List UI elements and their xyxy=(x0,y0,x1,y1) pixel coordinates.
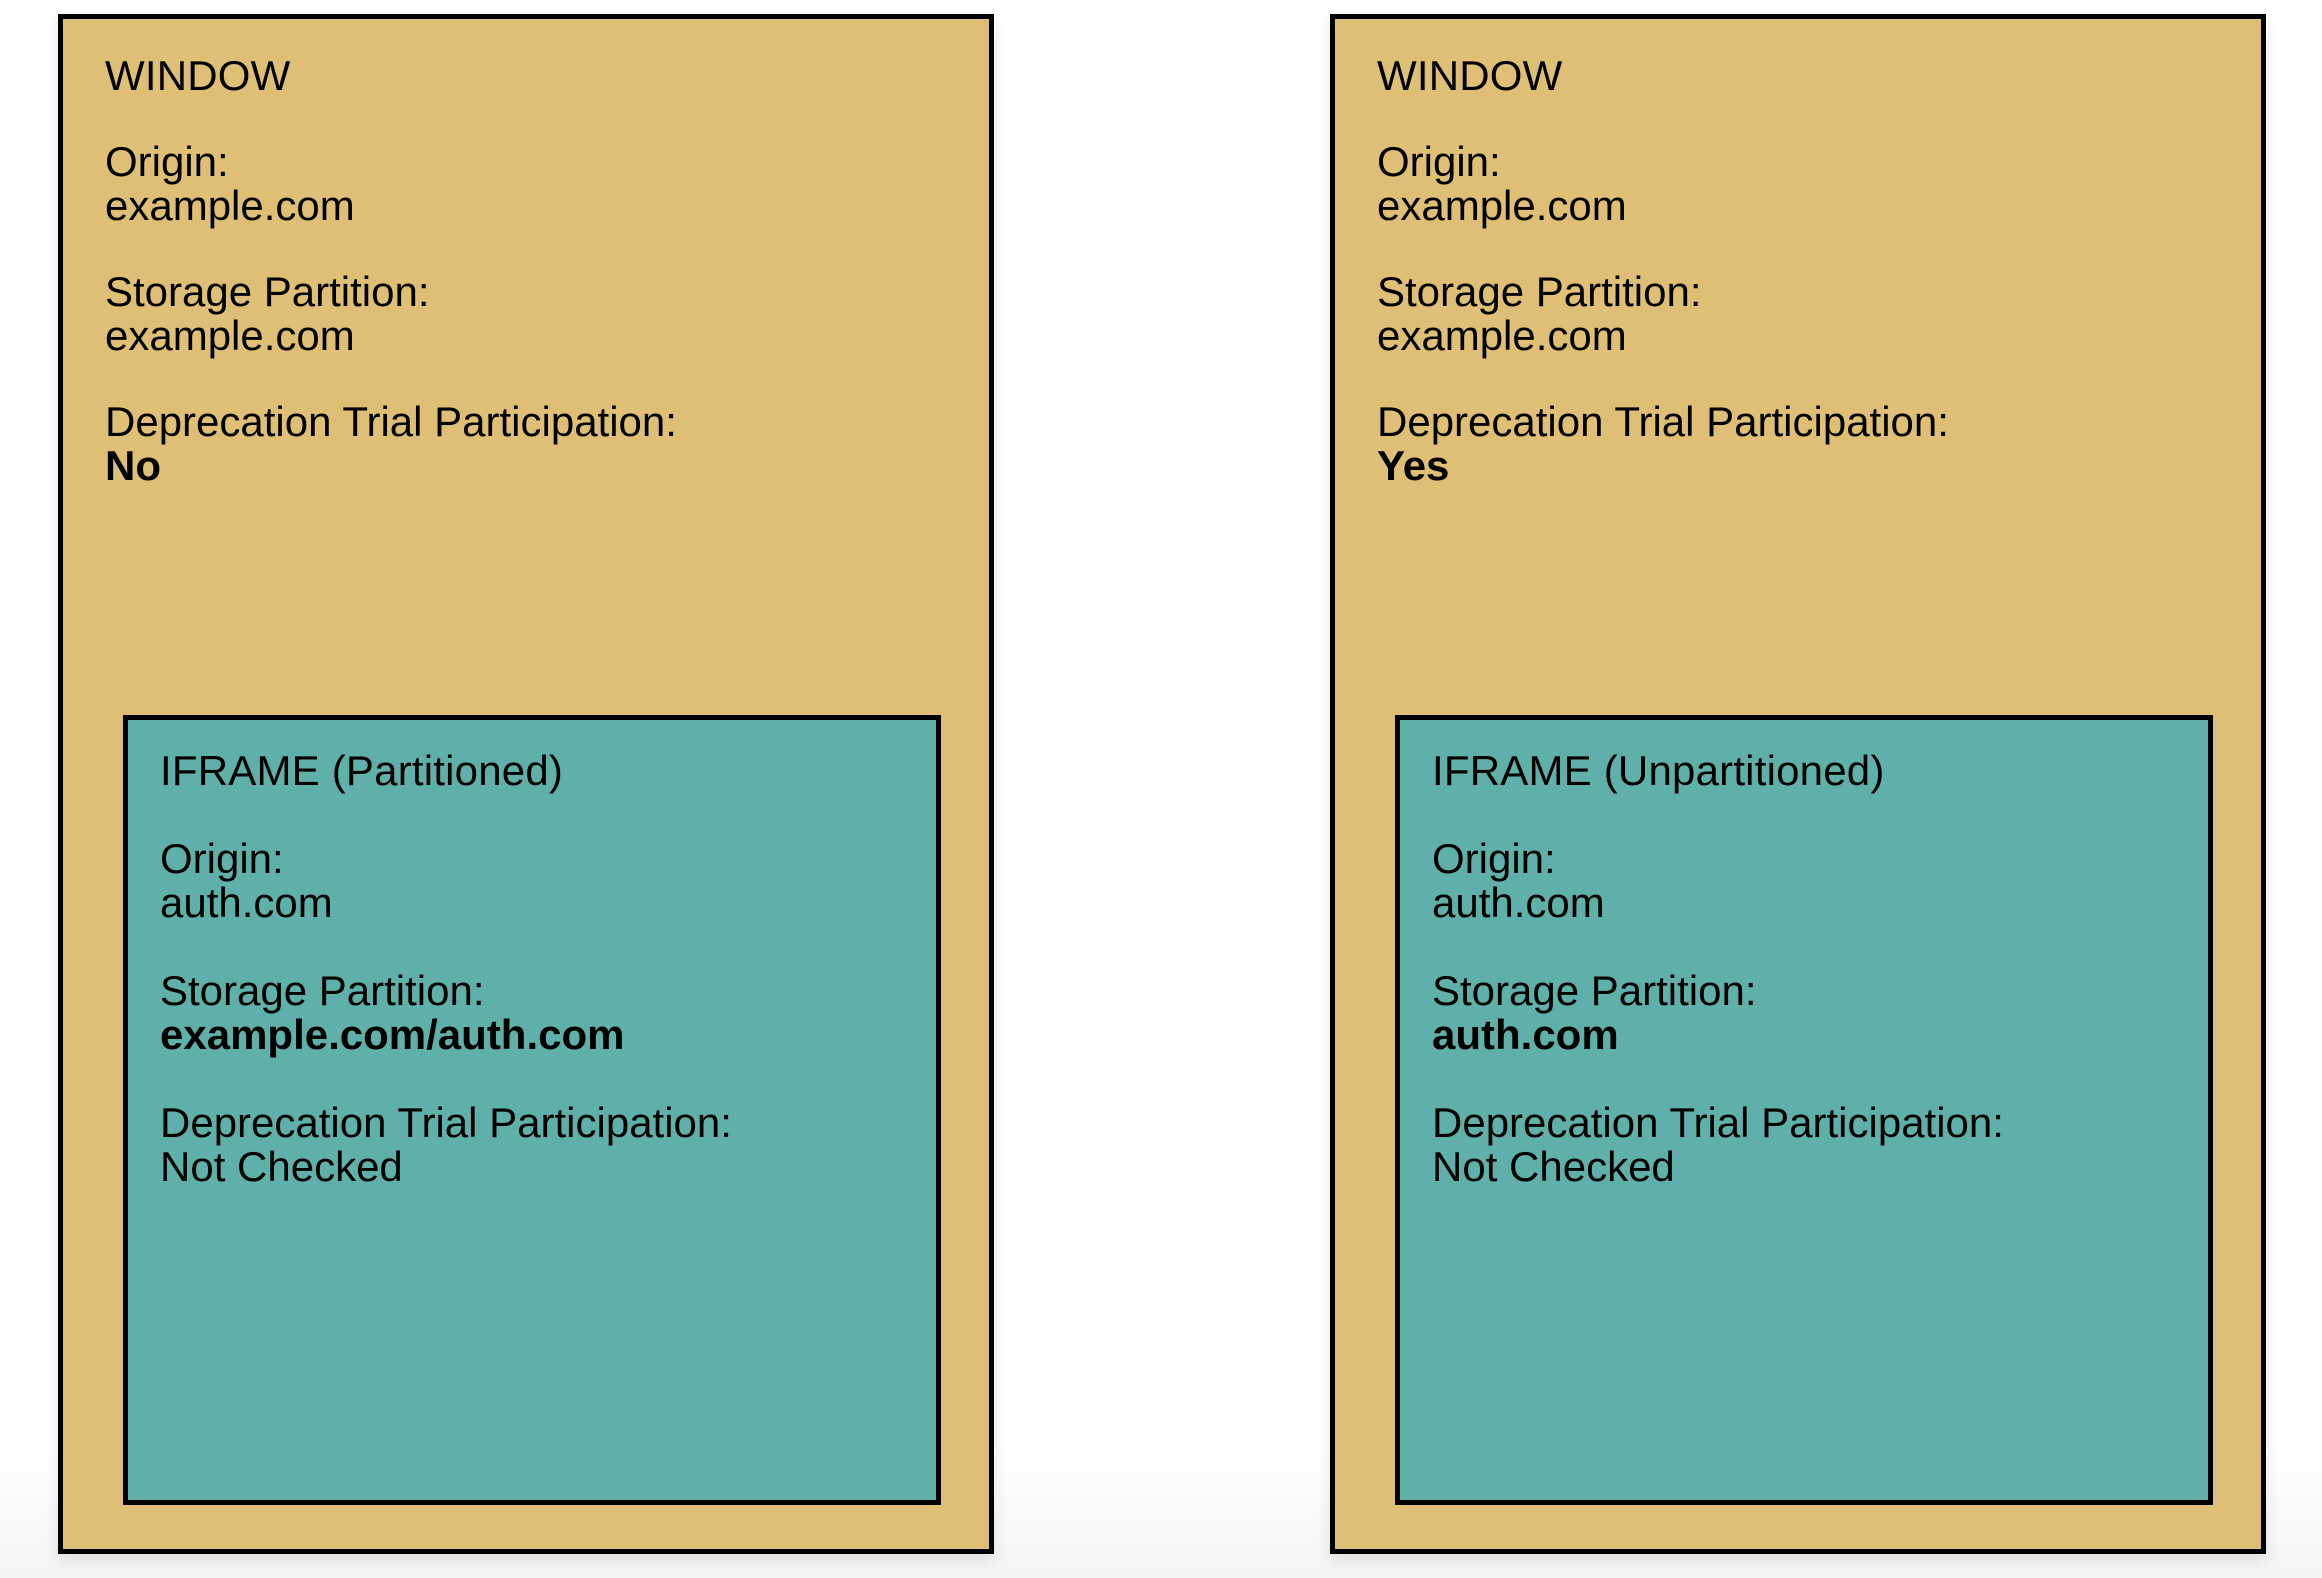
iframe-origin-field-right: Origin: auth.com xyxy=(1432,834,2178,926)
iframe-storage-field-right: Storage Partition: auth.com xyxy=(1432,967,2178,1059)
window-storage-value-left: example.com xyxy=(105,312,355,360)
window-storage-field-left: Storage Partition: example.com xyxy=(105,268,949,360)
iframe-content-left: IFRAME (Partitioned) Origin: auth.com St… xyxy=(128,720,936,1189)
iframe-box-right: IFRAME (Unpartitioned) Origin: auth.com … xyxy=(1395,715,2213,1505)
iframe-storage-label-left: Storage Partition: xyxy=(160,967,485,1015)
window-storage-label-left: Storage Partition: xyxy=(105,268,430,316)
iframe-trial-label-right: Deprecation Trial Participation: xyxy=(1432,1099,2004,1147)
window-box-right: WINDOW Origin: example.com Storage Parti… xyxy=(1330,14,2266,1554)
iframe-storage-value-left: example.com/auth.com xyxy=(160,1011,625,1059)
iframe-trial-value-right: Not Checked xyxy=(1432,1143,1675,1191)
window-origin-value-right: example.com xyxy=(1377,181,1627,229)
window-title-left: WINDOW xyxy=(105,52,291,99)
window-trial-value-left: No xyxy=(105,442,161,490)
iframe-origin-field-left: Origin: auth.com xyxy=(160,834,906,926)
window-trial-field-left: Deprecation Trial Participation: No xyxy=(105,400,949,488)
window-storage-label-right: Storage Partition: xyxy=(1377,268,1702,316)
iframe-trial-field-left: Deprecation Trial Participation: Not Che… xyxy=(160,1101,906,1189)
iframe-title-right: IFRAME (Unpartitioned) xyxy=(1432,747,1885,794)
iframe-origin-value-right: auth.com xyxy=(1432,878,1605,926)
iframe-storage-value-right: auth.com xyxy=(1432,1011,1619,1059)
iframe-origin-value-left: auth.com xyxy=(160,878,333,926)
window-storage-field-right: Storage Partition: example.com xyxy=(1377,268,2221,360)
window-storage-value-right: example.com xyxy=(1377,312,1627,360)
window-trial-field-right: Deprecation Trial Participation: Yes xyxy=(1377,400,2221,488)
window-content-left: WINDOW Origin: example.com Storage Parti… xyxy=(63,19,989,488)
iframe-box-left: IFRAME (Partitioned) Origin: auth.com St… xyxy=(123,715,941,1505)
iframe-trial-label-left: Deprecation Trial Participation: xyxy=(160,1099,732,1147)
window-box-left: WINDOW Origin: example.com Storage Parti… xyxy=(58,14,994,1554)
iframe-trial-value-left: Not Checked xyxy=(160,1143,403,1191)
window-trial-label-left: Deprecation Trial Participation: xyxy=(105,398,677,446)
window-origin-field-left: Origin: example.com xyxy=(105,137,949,229)
window-origin-value-left: example.com xyxy=(105,181,355,229)
window-origin-label-left: Origin: xyxy=(105,137,229,185)
iframe-storage-label-right: Storage Partition: xyxy=(1432,967,1757,1015)
iframe-title-left: IFRAME (Partitioned) xyxy=(160,747,564,794)
window-title-right: WINDOW xyxy=(1377,52,1563,99)
iframe-trial-field-right: Deprecation Trial Participation: Not Che… xyxy=(1432,1101,2178,1189)
window-trial-value-right: Yes xyxy=(1377,442,1450,490)
iframe-origin-label-left: Origin: xyxy=(160,834,284,882)
iframe-origin-label-right: Origin: xyxy=(1432,834,1556,882)
iframe-content-right: IFRAME (Unpartitioned) Origin: auth.com … xyxy=(1400,720,2208,1189)
iframe-storage-field-left: Storage Partition: example.com/auth.com xyxy=(160,967,906,1059)
window-content-right: WINDOW Origin: example.com Storage Parti… xyxy=(1335,19,2261,488)
window-origin-label-right: Origin: xyxy=(1377,137,1501,185)
window-origin-field-right: Origin: example.com xyxy=(1377,137,2221,229)
window-trial-label-right: Deprecation Trial Participation: xyxy=(1377,398,1949,446)
